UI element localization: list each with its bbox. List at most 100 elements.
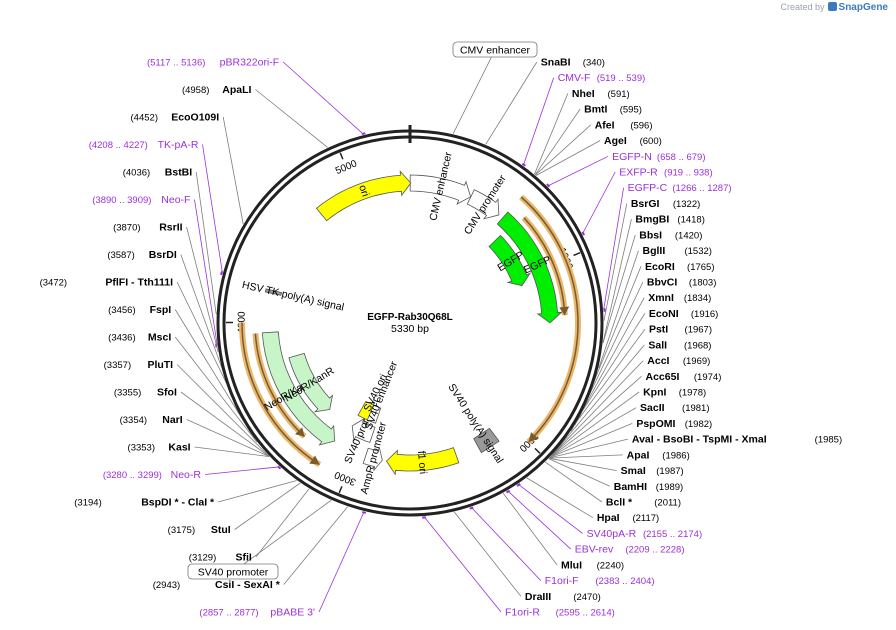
outside-feature-cmv-enhancer: CMV enhancer [452,41,538,58]
enzyme-pspomi-name: PspOMI [636,418,675,430]
enzyme-bbsi: BbsI(1420) [639,229,702,241]
enzyme-bamhi-position: (1989) [656,482,683,493]
enzyme-apali-leader [255,89,328,148]
feature-hsv-tk-poly-a-signal-label: HSV TK poly(A) signal [241,279,345,314]
enzyme-avai-bsobi-tspmi-xmai: AvaI - BsoBI - TspMI - XmaI(1985) [632,434,842,446]
enzyme-mlui-leader [502,492,558,566]
enzyme-sfii-leader [255,488,310,558]
enzyme-bglii-name: BglII [642,245,665,257]
primer-sv40pa-r-site [516,483,521,487]
enzyme-econi: EcoNI(1916) [649,308,718,320]
feature-cmv-promoter [466,189,500,220]
enzyme-agei: AgeI(600) [604,135,662,147]
enzyme-apai-position: (1986) [662,450,689,461]
primer-ebv-rev: EBV-rev(2209 .. 2228) [575,544,685,556]
enzyme-afei: AfeI(596) [595,119,653,131]
enzyme-bsrgi-leader [603,203,628,321]
enzyme-agei-leader [535,140,601,176]
enzyme-bmti-leader [534,108,581,176]
primer-pbabe-3-site [361,511,367,514]
enzyme-sfii-position: (3129) [189,553,216,564]
enzyme-pluti: PluTI(3357) [104,359,174,371]
enzyme-acci-leader [551,360,644,456]
enzyme-bbvci-position: (1803) [689,278,716,289]
primer-cmv-f: CMV-F(519 .. 539) [558,72,646,84]
feature-egfp [496,211,563,324]
enzyme-fspi-position: (3456) [108,305,135,316]
enzyme-bsrgi-name: BsrGI [631,198,660,210]
enzyme-hpai-position: (2117) [632,513,659,524]
enzyme-bsrdi: BsrDI(3587) [107,249,177,261]
enzyme-bamhi-leader [548,458,610,487]
enzyme-sali-position: (1968) [684,340,711,351]
outside-feature-cmv-enhancer-leader [452,49,496,135]
enzyme-snabi-leader [485,61,538,145]
enzyme-ecori: EcoRI(1765) [645,261,714,273]
primer-egfp-n-leader [547,155,609,187]
orf-arrowhead [559,306,570,316]
enzyme-bbvci-name: BbvCI [647,277,677,289]
enzyme-bmti-position: (595) [620,105,642,116]
primer-neo-r-name: Neo-R [171,469,202,481]
enzyme-bbsi-name: BbsI [639,229,662,241]
enzyme-smai-leader [549,457,617,471]
enzyme-sfoi-leader [180,391,270,457]
enzyme-stui: StuI (3175) [168,524,231,536]
enzyme-nari-name: NarI [162,414,183,426]
feature-f1-ori [385,447,460,476]
enzyme-kasi-name: KasI [168,442,190,454]
enzyme-snabi-position: (340) [583,58,605,69]
enzyme-mlui-position: (2240) [597,560,624,571]
tick-mark [338,486,343,494]
enzyme-bbsi-leader [602,234,636,344]
enzyme-apali-name: ApaLI [222,84,251,96]
enzyme-bspdi-clai-leader [217,480,297,503]
enzyme-smai-name: SmaI [621,465,646,477]
enzyme-bmti: BmtI (595) [584,104,642,116]
enzyme-apali: ApaLI(4958) [182,84,252,96]
primer-pbr322ori-f: pBR322ori-F(5117 .. 5136) [147,57,279,69]
feature-sv40-enhancer [366,404,382,424]
enzyme-afei-leader [535,124,591,176]
enzyme-bglii-position: (1532) [684,246,711,257]
enzyme-bcli-name: BclI * [606,497,633,509]
outside-feature-cmv-enhancer-text: CMV enhancer [460,45,531,57]
enzyme-stui-name: StuI [211,524,231,536]
plasmid-name: EGFP-Rab30Q68L [367,312,453,323]
orf-line [241,322,321,466]
enzyme-bsrgi-position: (1322) [673,199,700,210]
enzyme-pluti-leader [176,364,269,457]
enzyme-bstbi-name: BstBI [165,167,193,179]
enzyme-draiii: DraIII(2470) [525,591,601,603]
feature-ori-label: ori [356,183,371,198]
enzyme-pflfi-tth111i-name: PflFI - Tth111I [105,277,173,289]
primer-f1ori-f-position: (2383 .. 2404) [595,576,654,587]
enzyme-psti-name: PstI [649,324,668,336]
enzyme-bcli: BclI *(2011) [606,497,681,509]
enzyme-acc65i-leader [550,376,642,457]
enzyme-avai-bsobi-tspmi-xmai-name: AvaI - BsoBI - TspMI - XmaI [632,434,767,446]
primer-tk-pa-r-leader [202,144,223,274]
enzyme-stui-position: (3175) [168,525,195,536]
enzyme-csii-sexai-position: (2943) [153,580,180,591]
primer-ebv-rev-position: (2209 .. 2228) [625,545,684,556]
map-center: EGFP-Rab30Q68L 5330 bp [367,312,453,335]
primer-neo-f-position: (3890 .. 3909) [92,195,151,206]
enzyme-hpai: HpaI(2117) [597,512,659,524]
enzyme-acc65i-name: Acc65I [646,371,680,383]
outside-feature-sv40-promoter-box [187,563,279,580]
outside-feature-sv40-promoter-text: SV40 promoter [198,567,269,579]
enzyme-avai-bsobi-tspmi-xmai-leader [549,438,628,459]
feature-egfp [488,234,532,287]
enzyme-bmti-name: BmtI [584,104,607,116]
enzyme-agei-position: (600) [640,136,662,147]
primer-neo-r-site [277,465,282,470]
primer-egfp-c: EGFP-C(1266 .. 1287) [628,182,732,194]
credit-prefix: Created by [780,2,825,12]
enzyme-psti: PstI(1967) [649,324,712,336]
enzyme-sali: SalI(1968) [648,339,711,351]
enzyme-msci-position: (3436) [108,333,135,344]
enzyme-bmgbi: BmgBI(1418) [635,214,704,226]
